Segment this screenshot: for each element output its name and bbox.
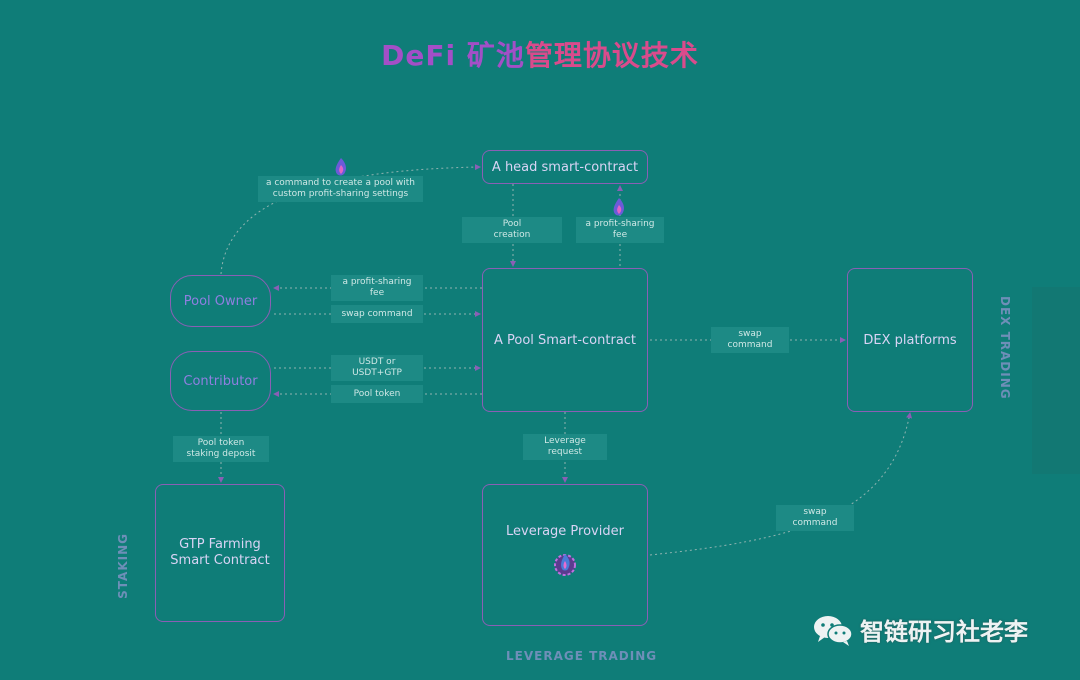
contributor: Contributor <box>170 351 271 411</box>
leverage-provider-label: Leverage Provider <box>506 523 624 539</box>
side-label-leverage-trading: LEVERAGE TRADING <box>506 649 658 663</box>
leverage-provider: Leverage Provider <box>482 484 648 626</box>
watermark: 智链研习社老李 <box>812 612 1028 647</box>
label-swap-left: swap command <box>331 305 423 323</box>
label-create-command: a command to create a pool with custom p… <box>258 176 423 202</box>
right-edge-bar <box>1032 287 1080 474</box>
title-part2: 管理协议技术 <box>524 39 699 72</box>
head-smart-contract: A head smart-contract <box>482 150 648 184</box>
flame-icon <box>335 158 346 176</box>
label-fee-left: a profit-sharing fee <box>331 275 423 301</box>
label-swap-leverage: swap command <box>776 505 854 531</box>
label-swap-dex: swap command <box>711 327 789 353</box>
arrow-swap-lev <box>649 412 913 556</box>
gear-flame-icon <box>554 553 576 576</box>
label-staking-deposit: Pool token staking deposit <box>173 436 269 462</box>
dex-platforms: DEX platforms <box>847 268 973 412</box>
pool-owner: Pool Owner <box>170 275 271 327</box>
label-leverage-request: Leverage request <box>523 434 607 460</box>
side-label-staking: STAKING <box>116 533 130 599</box>
watermark-text: 智链研习社老李 <box>860 618 1028 646</box>
page-title: DeFi 矿池管理协议技术 <box>0 34 1080 74</box>
side-label-dex-trading: DEX TRADING <box>998 296 1012 400</box>
flame-icon <box>613 198 624 216</box>
label-usdt: USDT or USDT+GTP <box>331 355 423 381</box>
gtp-farming-contract: GTP Farming Smart Contract <box>155 484 285 622</box>
pool-smart-contract: A Pool Smart-contract <box>482 268 648 412</box>
label-pool-creation: Pool creation <box>462 217 562 243</box>
title-part1: DeFi 矿池 <box>381 39 525 72</box>
label-pool-token: Pool token <box>331 385 423 403</box>
label-fee-top: a profit-sharing fee <box>576 217 664 243</box>
wechat-icon <box>814 615 853 646</box>
